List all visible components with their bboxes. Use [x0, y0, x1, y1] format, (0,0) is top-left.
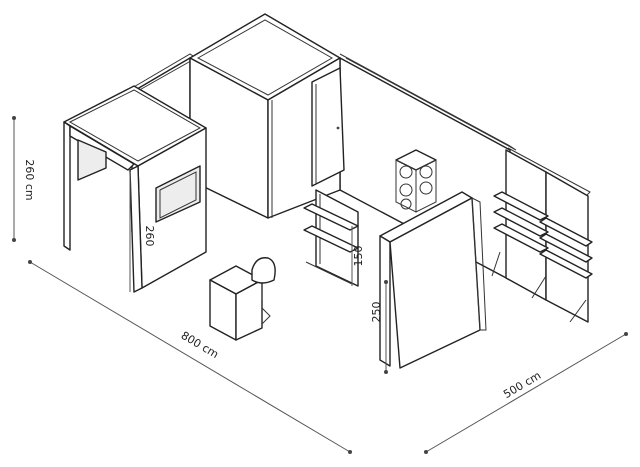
front-column [129, 127, 207, 293]
dimension-counter-height: 150 [351, 226, 365, 286]
dimension-label-wall-height: 260 cm [23, 159, 36, 200]
front-canopy-frame [63, 85, 207, 251]
cube-display-rack [395, 149, 437, 213]
dimension-partition-height: 250 [370, 280, 388, 374]
dimension-label-width: 500 cm [501, 369, 543, 401]
dimension-label-length: 800 cm [179, 329, 221, 361]
dimension-label-column-height: 260 [143, 226, 156, 247]
storage-room [189, 13, 345, 219]
canopy-screen-left [77, 139, 107, 181]
dimension-length: 800 cm [28, 260, 352, 454]
dimension-wall-height: 260 cm [12, 116, 36, 242]
display-shelf-unit [303, 189, 359, 287]
bar-stool [251, 257, 276, 300]
wall-shelving-right [491, 149, 593, 323]
dimension-width: 500 cm [424, 332, 628, 454]
reception-counter [209, 265, 271, 341]
dimension-column-height: 260 [129, 172, 156, 292]
front-partition-wall [379, 191, 487, 369]
dimension-label-partition-height: 250 [370, 302, 383, 323]
dimension-label-counter-height: 150 [352, 246, 365, 267]
column-display-screen [155, 165, 201, 223]
